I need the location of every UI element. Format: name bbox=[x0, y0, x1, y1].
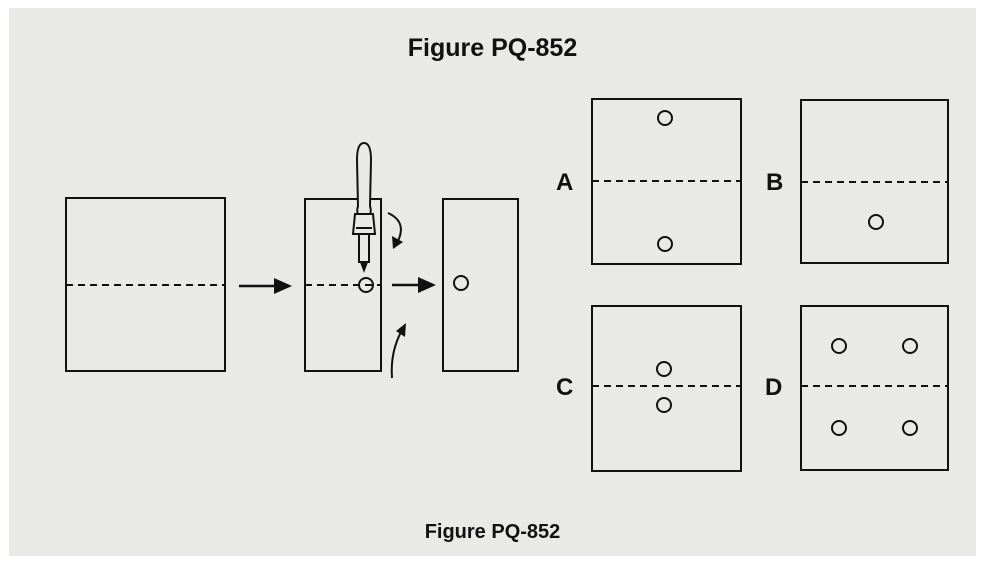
hole-icon bbox=[832, 421, 846, 435]
punched-hole-icon bbox=[454, 276, 468, 290]
option-d-label: D bbox=[765, 374, 782, 401]
hole-icon bbox=[657, 362, 671, 376]
option-c-label: C bbox=[556, 374, 573, 401]
hole-icon bbox=[832, 339, 846, 353]
figure-title-bottom: Figure PQ-852 bbox=[0, 521, 985, 544]
option-c-sheet bbox=[592, 306, 741, 471]
hole-icon bbox=[657, 398, 671, 412]
hole-icon bbox=[903, 421, 917, 435]
hole-icon bbox=[903, 339, 917, 353]
option-b-label: B bbox=[766, 169, 783, 196]
hole-icon bbox=[658, 237, 672, 251]
right-arrow-icon bbox=[392, 277, 436, 293]
hole-icon bbox=[658, 111, 672, 125]
option-d-sheet bbox=[801, 306, 948, 470]
option-a-label: A bbox=[556, 169, 573, 196]
fold-arrow-icon bbox=[392, 323, 406, 378]
right-arrow-icon bbox=[239, 278, 292, 294]
hole-icon bbox=[869, 215, 883, 229]
hole-punch-icon bbox=[353, 143, 375, 270]
fold-arrow-icon bbox=[388, 213, 403, 249]
